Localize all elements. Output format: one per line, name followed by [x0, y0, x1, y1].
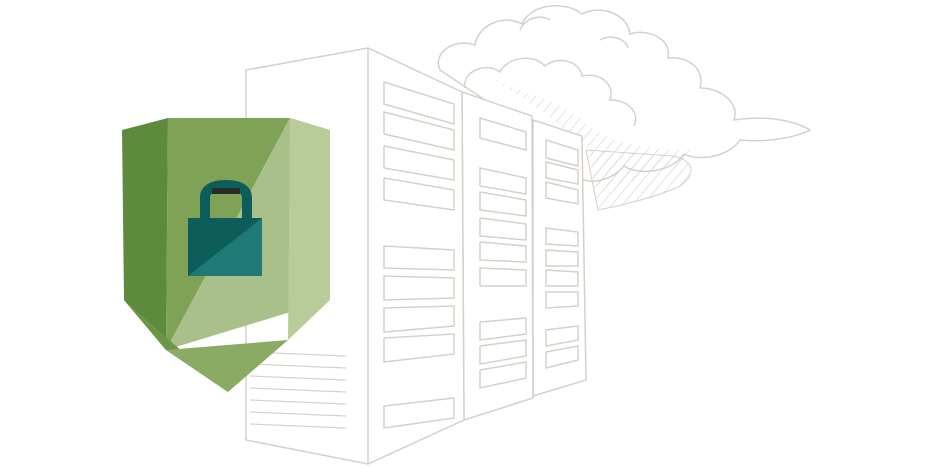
cloud-shadow-hatch-2 — [585, 149, 692, 211]
server-rack-icon — [532, 118, 587, 398]
padlock-icon — [188, 180, 262, 276]
server-rack-icon — [461, 90, 534, 422]
